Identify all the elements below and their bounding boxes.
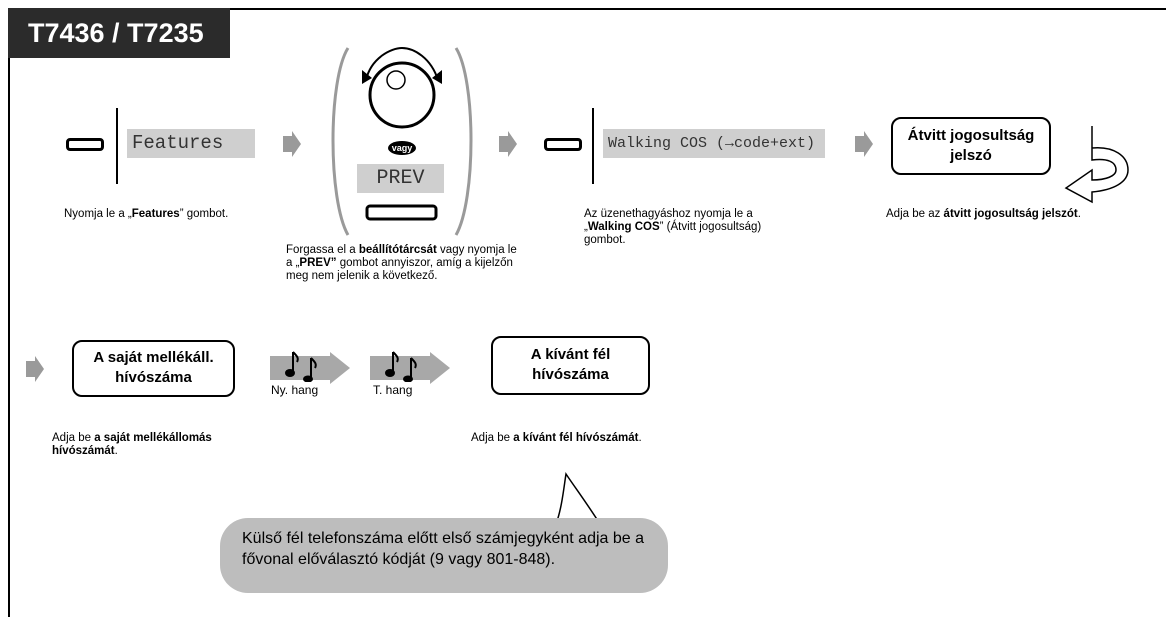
music-note-icon [385, 351, 417, 382]
divider-line [592, 108, 594, 184]
own-extension-number-box: A saját mellékáll. hívószáma [72, 340, 235, 397]
step6-note: Adja be a kívánt fél hívószámát. [471, 432, 642, 444]
step4-note: Adja be az átvitt jogosultság jelszót. [886, 208, 1081, 220]
flow-arrow-icon [26, 356, 44, 382]
step2-note: Forgassa el a beállítótárcsát vagy nyomj… [286, 244, 517, 282]
flow-arrow-icon [855, 131, 873, 157]
music-note-icon [285, 351, 317, 382]
transfer-password-box: Átvitt jogosultság jelszó [891, 117, 1051, 175]
flow-arrow-icon [430, 352, 450, 384]
note-bubble: Külső fél telefonszáma előtt első számje… [220, 518, 668, 593]
flow-arrow-icon [499, 131, 517, 157]
jog-dial-icon [331, 46, 473, 236]
tone-band [270, 356, 332, 380]
frame-top-border [8, 8, 1166, 10]
feature-button-icon [544, 138, 582, 151]
tone-band [370, 356, 432, 380]
feature-button-icon [66, 138, 104, 151]
desired-party-number-box: A kívánt fél hívószáma [491, 336, 650, 395]
lcd-prev: PREV [357, 164, 444, 193]
step3-note: Az üzenethagyáshoz nyomja le a „Walking … [584, 208, 762, 246]
lcd-walking-cos: Walking COS (→code+ext) [603, 129, 825, 158]
bubble-pointer [555, 472, 601, 524]
flow-arrow-icon [330, 352, 350, 384]
step1-note: Nyomja le a „Features” gombot. [64, 208, 229, 220]
tone-label-1: Ny. hang [271, 383, 319, 397]
frame-left-border [8, 8, 10, 617]
tone-label-2: T. hang [373, 383, 413, 397]
step5-note: Adja be a saját mellékállomás hívószámát… [52, 432, 212, 457]
return-arrow-icon [1064, 126, 1129, 204]
flow-arrow-icon [283, 131, 301, 157]
section-title: T7436 / T7235 [8, 8, 230, 58]
vagy-label: vagy [391, 143, 413, 153]
lcd-features: Features [127, 129, 255, 158]
divider-line [116, 108, 118, 184]
